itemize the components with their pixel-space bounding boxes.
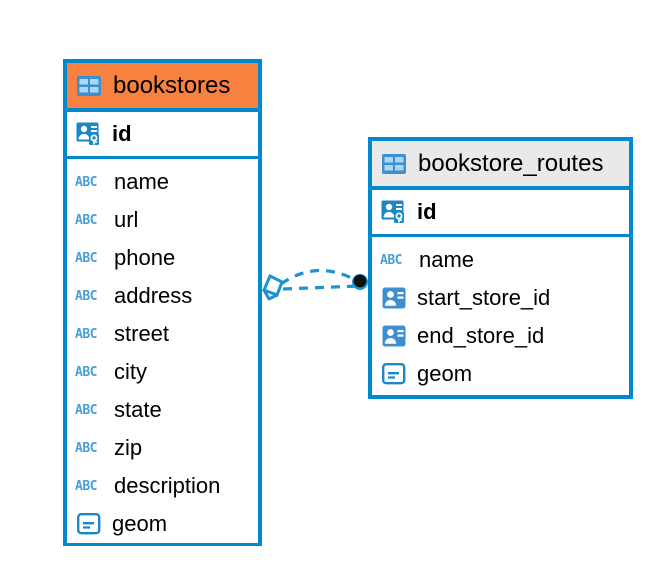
field-row-name[interactable]: ABC name — [67, 163, 258, 201]
field-label-id: id — [417, 199, 437, 224]
table-header-bookstores[interactable]: bookstores — [67, 63, 258, 112]
geometry-icon — [75, 510, 103, 538]
field-row-street[interactable]: ABC street — [67, 315, 258, 353]
geometry-icon — [380, 360, 408, 388]
field-row-city[interactable]: ABC city — [67, 353, 258, 391]
field-label: phone — [114, 245, 176, 270]
foreign-key-icon — [380, 322, 408, 350]
table-header-bookstore-routes[interactable]: bookstore_routes — [372, 141, 629, 190]
field-list-bookstore-routes: ABC name start_store_id — [372, 237, 629, 395]
relationship-line-straight — [282, 284, 360, 291]
field-row-phone[interactable]: ABC phone — [67, 239, 258, 277]
field-row-geom[interactable]: geom — [372, 355, 629, 393]
table-title: bookstores — [113, 71, 231, 99]
text-abc-icon: ABC — [75, 478, 97, 494]
text-abc-icon: ABC — [75, 402, 97, 418]
text-abc-icon: ABC — [75, 174, 97, 190]
field-label: state — [114, 397, 162, 422]
field-label: address — [114, 283, 193, 308]
field-label: url — [114, 207, 139, 232]
field-row-url[interactable]: ABC url — [67, 201, 258, 239]
er-table-bookstore-routes[interactable]: bookstore_routes id ABC name — [368, 137, 633, 399]
field-list-bookstores: ABC name ABC url ABC phone ABC address A… — [67, 159, 258, 545]
field-label: end_store_id — [417, 323, 545, 348]
table-grid-icon — [75, 72, 103, 100]
diamond-outline-marker — [262, 273, 284, 301]
text-abc-icon: ABC — [75, 212, 97, 228]
text-abc-icon: ABC — [75, 364, 97, 380]
field-label: zip — [114, 435, 143, 460]
field-row-state[interactable]: ABC state — [67, 391, 258, 429]
primary-key-icon — [75, 120, 103, 148]
field-label: name — [419, 247, 475, 272]
field-label: description — [114, 473, 221, 498]
relationship-connector — [262, 268, 368, 301]
field-row-primary-key[interactable]: id — [372, 190, 629, 237]
field-label: name — [114, 169, 170, 194]
text-abc-icon: ABC — [75, 326, 97, 342]
field-row-geom[interactable]: geom — [67, 505, 258, 543]
field-row-address[interactable]: ABC address — [67, 277, 258, 315]
field-row-zip[interactable]: ABC zip — [67, 429, 258, 467]
field-label: geom — [417, 361, 473, 386]
field-label: start_store_id — [417, 285, 551, 310]
er-table-bookstores[interactable]: bookstores id ABC name ABC url — [63, 59, 262, 546]
text-abc-icon: ABC — [380, 252, 402, 268]
field-label: geom — [112, 511, 168, 536]
field-row-name[interactable]: ABC name — [372, 241, 629, 279]
primary-key-icon — [380, 198, 408, 226]
filled-circle-marker — [352, 274, 368, 290]
field-row-primary-key[interactable]: id — [67, 112, 258, 159]
relationship-line-arc — [280, 268, 360, 286]
table-title: bookstore_routes — [418, 149, 604, 177]
table-grid-icon — [380, 150, 408, 178]
field-row-description[interactable]: ABC description — [67, 467, 258, 505]
text-abc-icon: ABC — [75, 440, 97, 456]
field-label: city — [114, 359, 147, 384]
text-abc-icon: ABC — [75, 288, 97, 304]
field-row-start-store-id[interactable]: start_store_id — [372, 279, 629, 317]
field-row-end-store-id[interactable]: end_store_id — [372, 317, 629, 355]
foreign-key-icon — [380, 284, 408, 312]
text-abc-icon: ABC — [75, 250, 97, 266]
field-label: street — [114, 321, 170, 346]
field-label-id: id — [112, 121, 132, 146]
